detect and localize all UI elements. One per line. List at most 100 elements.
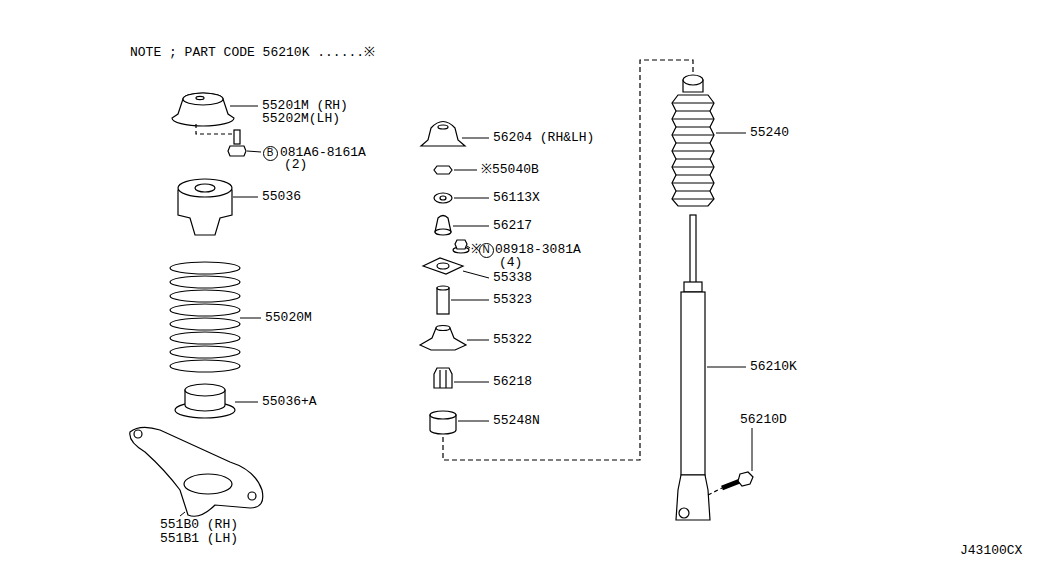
- dashed-guide: [443, 60, 693, 460]
- symbol-letter: N: [482, 245, 489, 255]
- coil-spring: [170, 262, 240, 274]
- lower-arm: [134, 430, 142, 438]
- top-mount: [183, 93, 223, 105]
- top-mount: [172, 93, 234, 126]
- coil-spring: [170, 318, 240, 330]
- leader-line: [453, 226, 489, 227]
- part-number: 551B1 (LH): [160, 532, 238, 546]
- symbol-letter: B: [267, 148, 274, 158]
- lower-seat: [185, 384, 225, 396]
- leader-line: [235, 402, 258, 403]
- part-number: 55202M(LH): [262, 112, 340, 126]
- washer: [434, 193, 452, 203]
- part-number: 56204 (RH&LH): [493, 131, 594, 145]
- shock-rod: [690, 215, 696, 285]
- bushing: [440, 370, 446, 388]
- leader-line: [463, 271, 489, 278]
- bolt: [228, 146, 246, 156]
- coil-spring: [170, 290, 240, 302]
- leader-line: [454, 382, 489, 383]
- leader-line: [752, 428, 753, 471]
- mount-plate: [420, 328, 466, 350]
- leader-line: [451, 300, 489, 301]
- leader-line: [233, 197, 258, 198]
- leader-line: [707, 367, 746, 368]
- bolt: [738, 472, 753, 486]
- leader-line: [180, 512, 185, 516]
- leader-line: [454, 198, 489, 199]
- part-number: ※55040B: [481, 163, 539, 177]
- part-number: 55240: [750, 126, 789, 140]
- shock-absorber: [684, 282, 702, 292]
- nut: [434, 166, 452, 174]
- leader-line: [467, 246, 470, 248]
- mount-plate: [436, 326, 450, 331]
- bound-bumper: [430, 411, 456, 419]
- gasket-plate: [423, 258, 463, 274]
- coil-spring: [170, 262, 240, 372]
- dust-boot: [683, 75, 703, 85]
- part-number: 56218: [493, 375, 532, 389]
- leader-line: [247, 151, 261, 152]
- quantity: (2): [284, 158, 307, 172]
- coil-spring: [170, 304, 240, 316]
- part-number: 55248N: [493, 414, 540, 428]
- bushing: [434, 368, 452, 388]
- bolt: [722, 481, 740, 488]
- flange-nut: [455, 240, 467, 249]
- part-number: 55036+A: [262, 395, 317, 409]
- dust-boot: [672, 103, 714, 199]
- part-number: 08918-3081A: [495, 243, 581, 257]
- sleeve: [437, 286, 449, 290]
- shock-absorber: [676, 475, 710, 520]
- leader-line: [467, 340, 489, 341]
- part-number: 56210K: [750, 360, 797, 374]
- part-number: 55036: [262, 190, 301, 204]
- leader-line: [462, 138, 489, 139]
- leader-lines: [180, 106, 752, 516]
- lower-arm: [248, 492, 256, 500]
- leader-line: [454, 170, 477, 171]
- dust-boot: [672, 95, 714, 206]
- coil-spring: [170, 346, 240, 358]
- quantity: (4): [499, 256, 522, 270]
- shock-absorber: [681, 292, 705, 475]
- leader-line: [240, 318, 261, 319]
- coil-spring: [170, 332, 240, 344]
- gasket-plate: [437, 263, 449, 269]
- washer: [440, 196, 446, 200]
- bump-stop: [435, 229, 451, 235]
- bump-cap: [438, 125, 448, 129]
- shock-absorber: [679, 508, 689, 518]
- dashed-guide: [708, 488, 722, 495]
- part-number: 56217: [493, 219, 532, 233]
- spring-seat: [178, 179, 232, 197]
- leader-line: [716, 133, 746, 134]
- dashed-guide: [196, 124, 232, 134]
- part-number: 56113X: [493, 191, 540, 205]
- note-text: NOTE ; PART CODE 56210K ......※: [130, 46, 375, 60]
- lower-arm: [184, 474, 232, 494]
- lower-arm: [130, 427, 263, 516]
- bump-cap: [421, 122, 465, 147]
- part-number: 55322: [493, 333, 532, 347]
- leader-line: [458, 421, 489, 422]
- leader-line: [230, 106, 258, 107]
- circled-symbol: N: [479, 243, 494, 258]
- part-number: 55323: [493, 293, 532, 307]
- bolt: [234, 130, 240, 144]
- part-number: 551B0 (RH): [160, 518, 238, 532]
- part-number: 55201M (RH): [262, 99, 348, 113]
- sleeve: [437, 288, 449, 314]
- spring-seat: [195, 184, 215, 192]
- part-number: 55338: [493, 271, 532, 285]
- coil-spring: [170, 360, 240, 372]
- part-number: 55020M: [265, 311, 312, 325]
- coil-spring: [170, 276, 240, 288]
- diagram-code: J43100CX: [960, 544, 1022, 558]
- top-mount: [196, 96, 204, 99]
- part-number: 56210D: [740, 413, 787, 427]
